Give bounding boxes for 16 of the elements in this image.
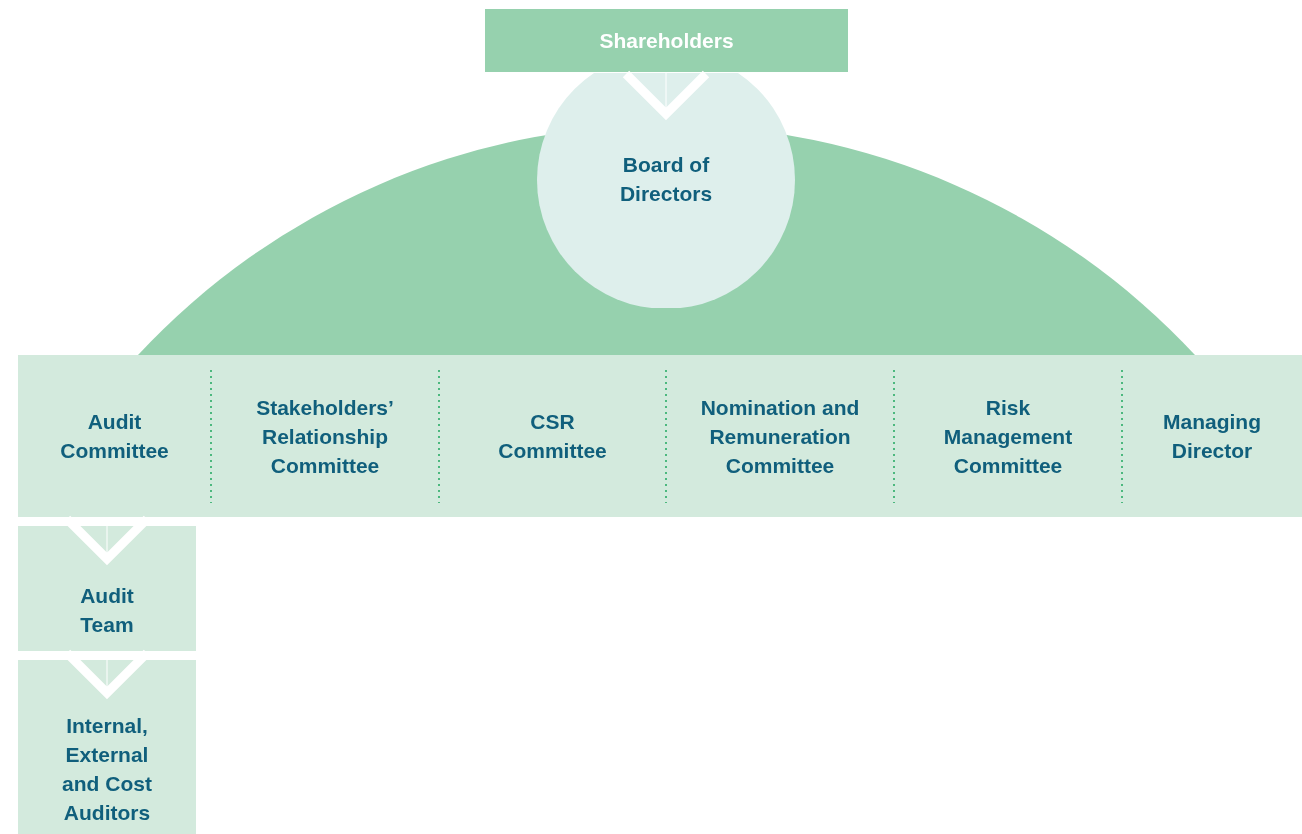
box-label: Audit Team (79, 582, 135, 638)
box-label: Stakeholders’ Relationship Committee (255, 394, 395, 479)
auditors-box (18, 660, 196, 834)
box-label: Managing Director (1162, 409, 1262, 464)
box-label: Nomination and Remuneration Committee (699, 394, 861, 479)
box-label: Shareholders (599, 28, 734, 54)
box-label: CSR Committee (497, 409, 608, 464)
box-label: Risk Management Committee (942, 394, 1074, 479)
team-box (18, 526, 196, 651)
director-box (1122, 355, 1302, 517)
shareholders-box (485, 9, 848, 72)
box-label: Internal, External and Cost Auditors (61, 713, 153, 826)
box-label: Audit Committee (59, 409, 170, 464)
committee-box (18, 355, 211, 517)
box-label: Board of Directors (618, 151, 714, 207)
chevron-arrow (621, 69, 711, 119)
